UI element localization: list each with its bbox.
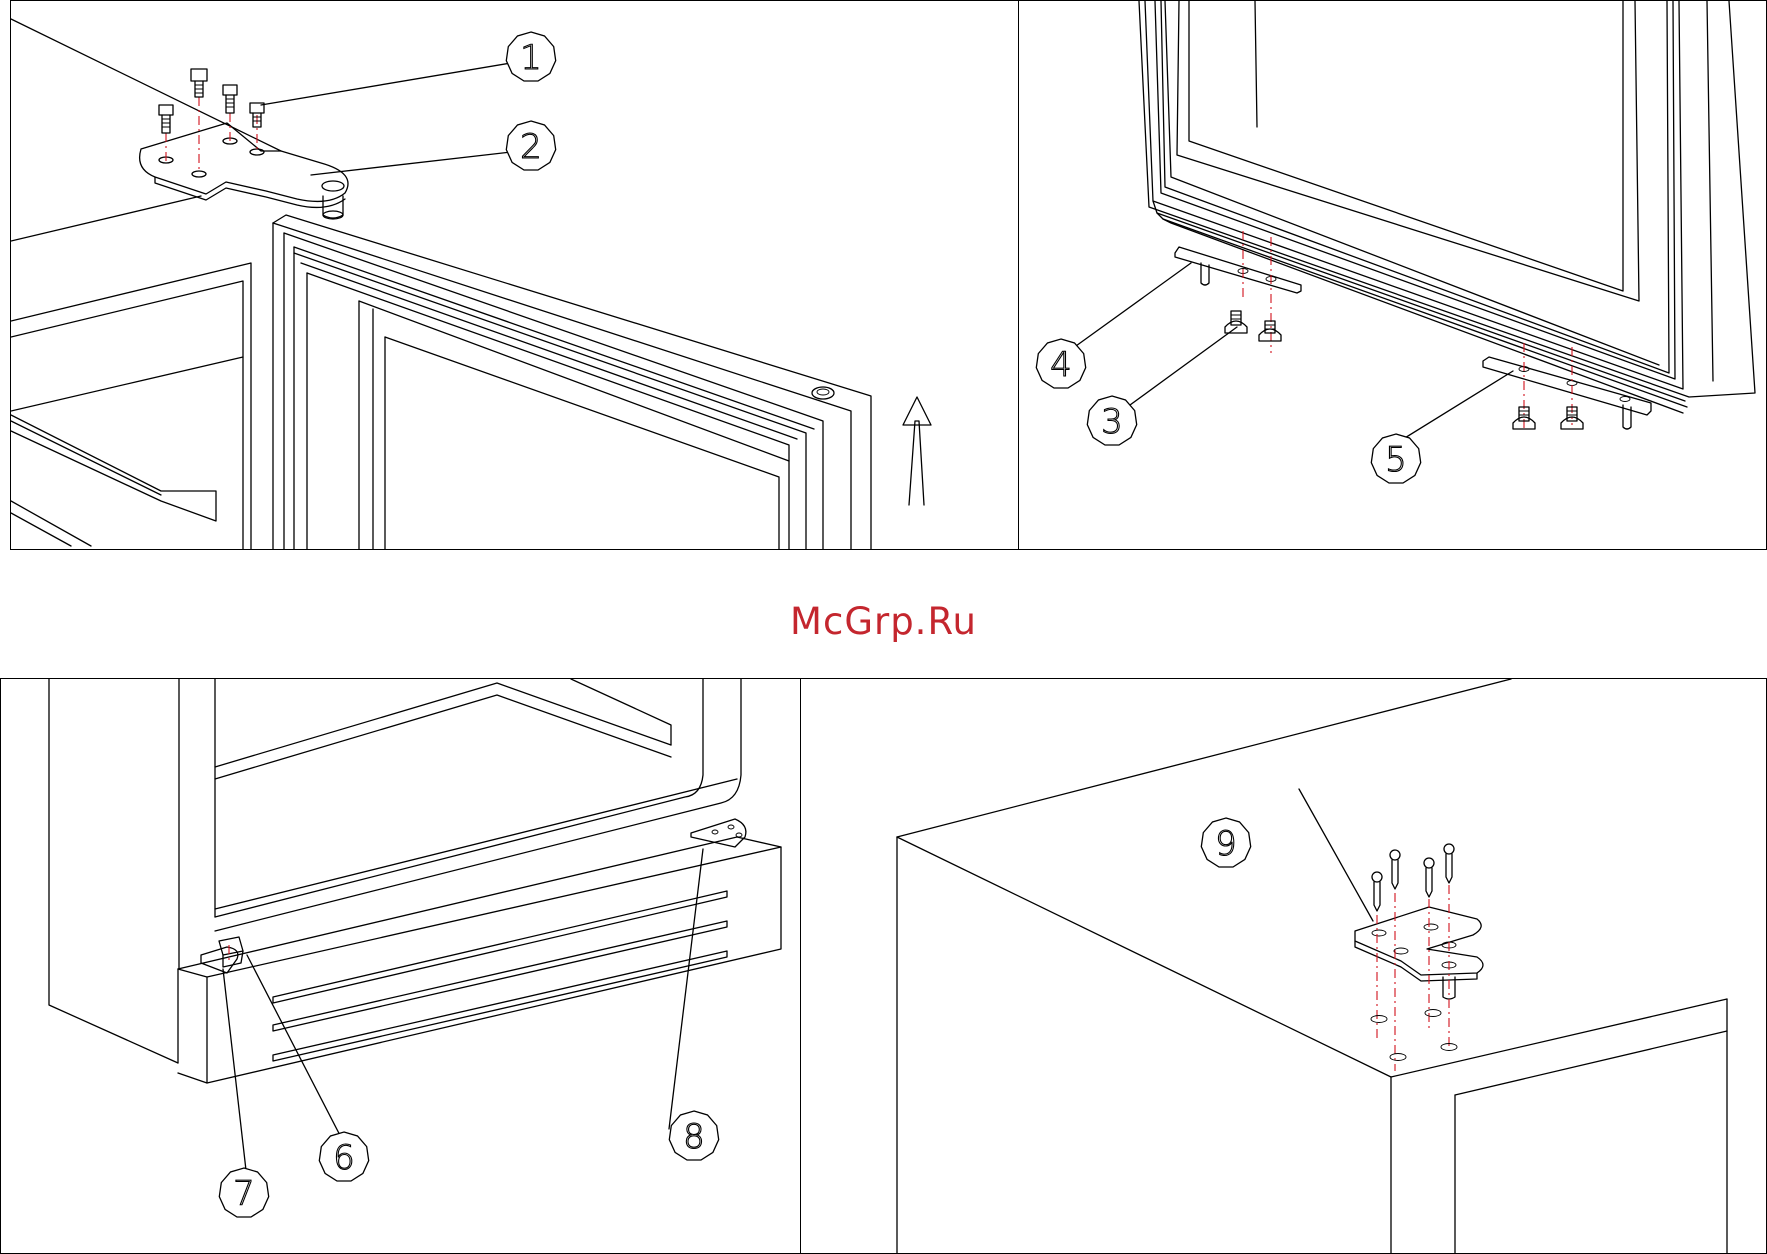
watermark-text: McGrp.Ru	[0, 600, 1767, 643]
panel-bottom-hinge-transfer	[0, 678, 801, 1254]
up-arrow-icon	[903, 397, 931, 505]
panel-top-hinge-removal	[10, 0, 1019, 550]
panel-bottom-door-pins	[1018, 0, 1767, 550]
panel-top-hinge-install	[800, 678, 1767, 1254]
